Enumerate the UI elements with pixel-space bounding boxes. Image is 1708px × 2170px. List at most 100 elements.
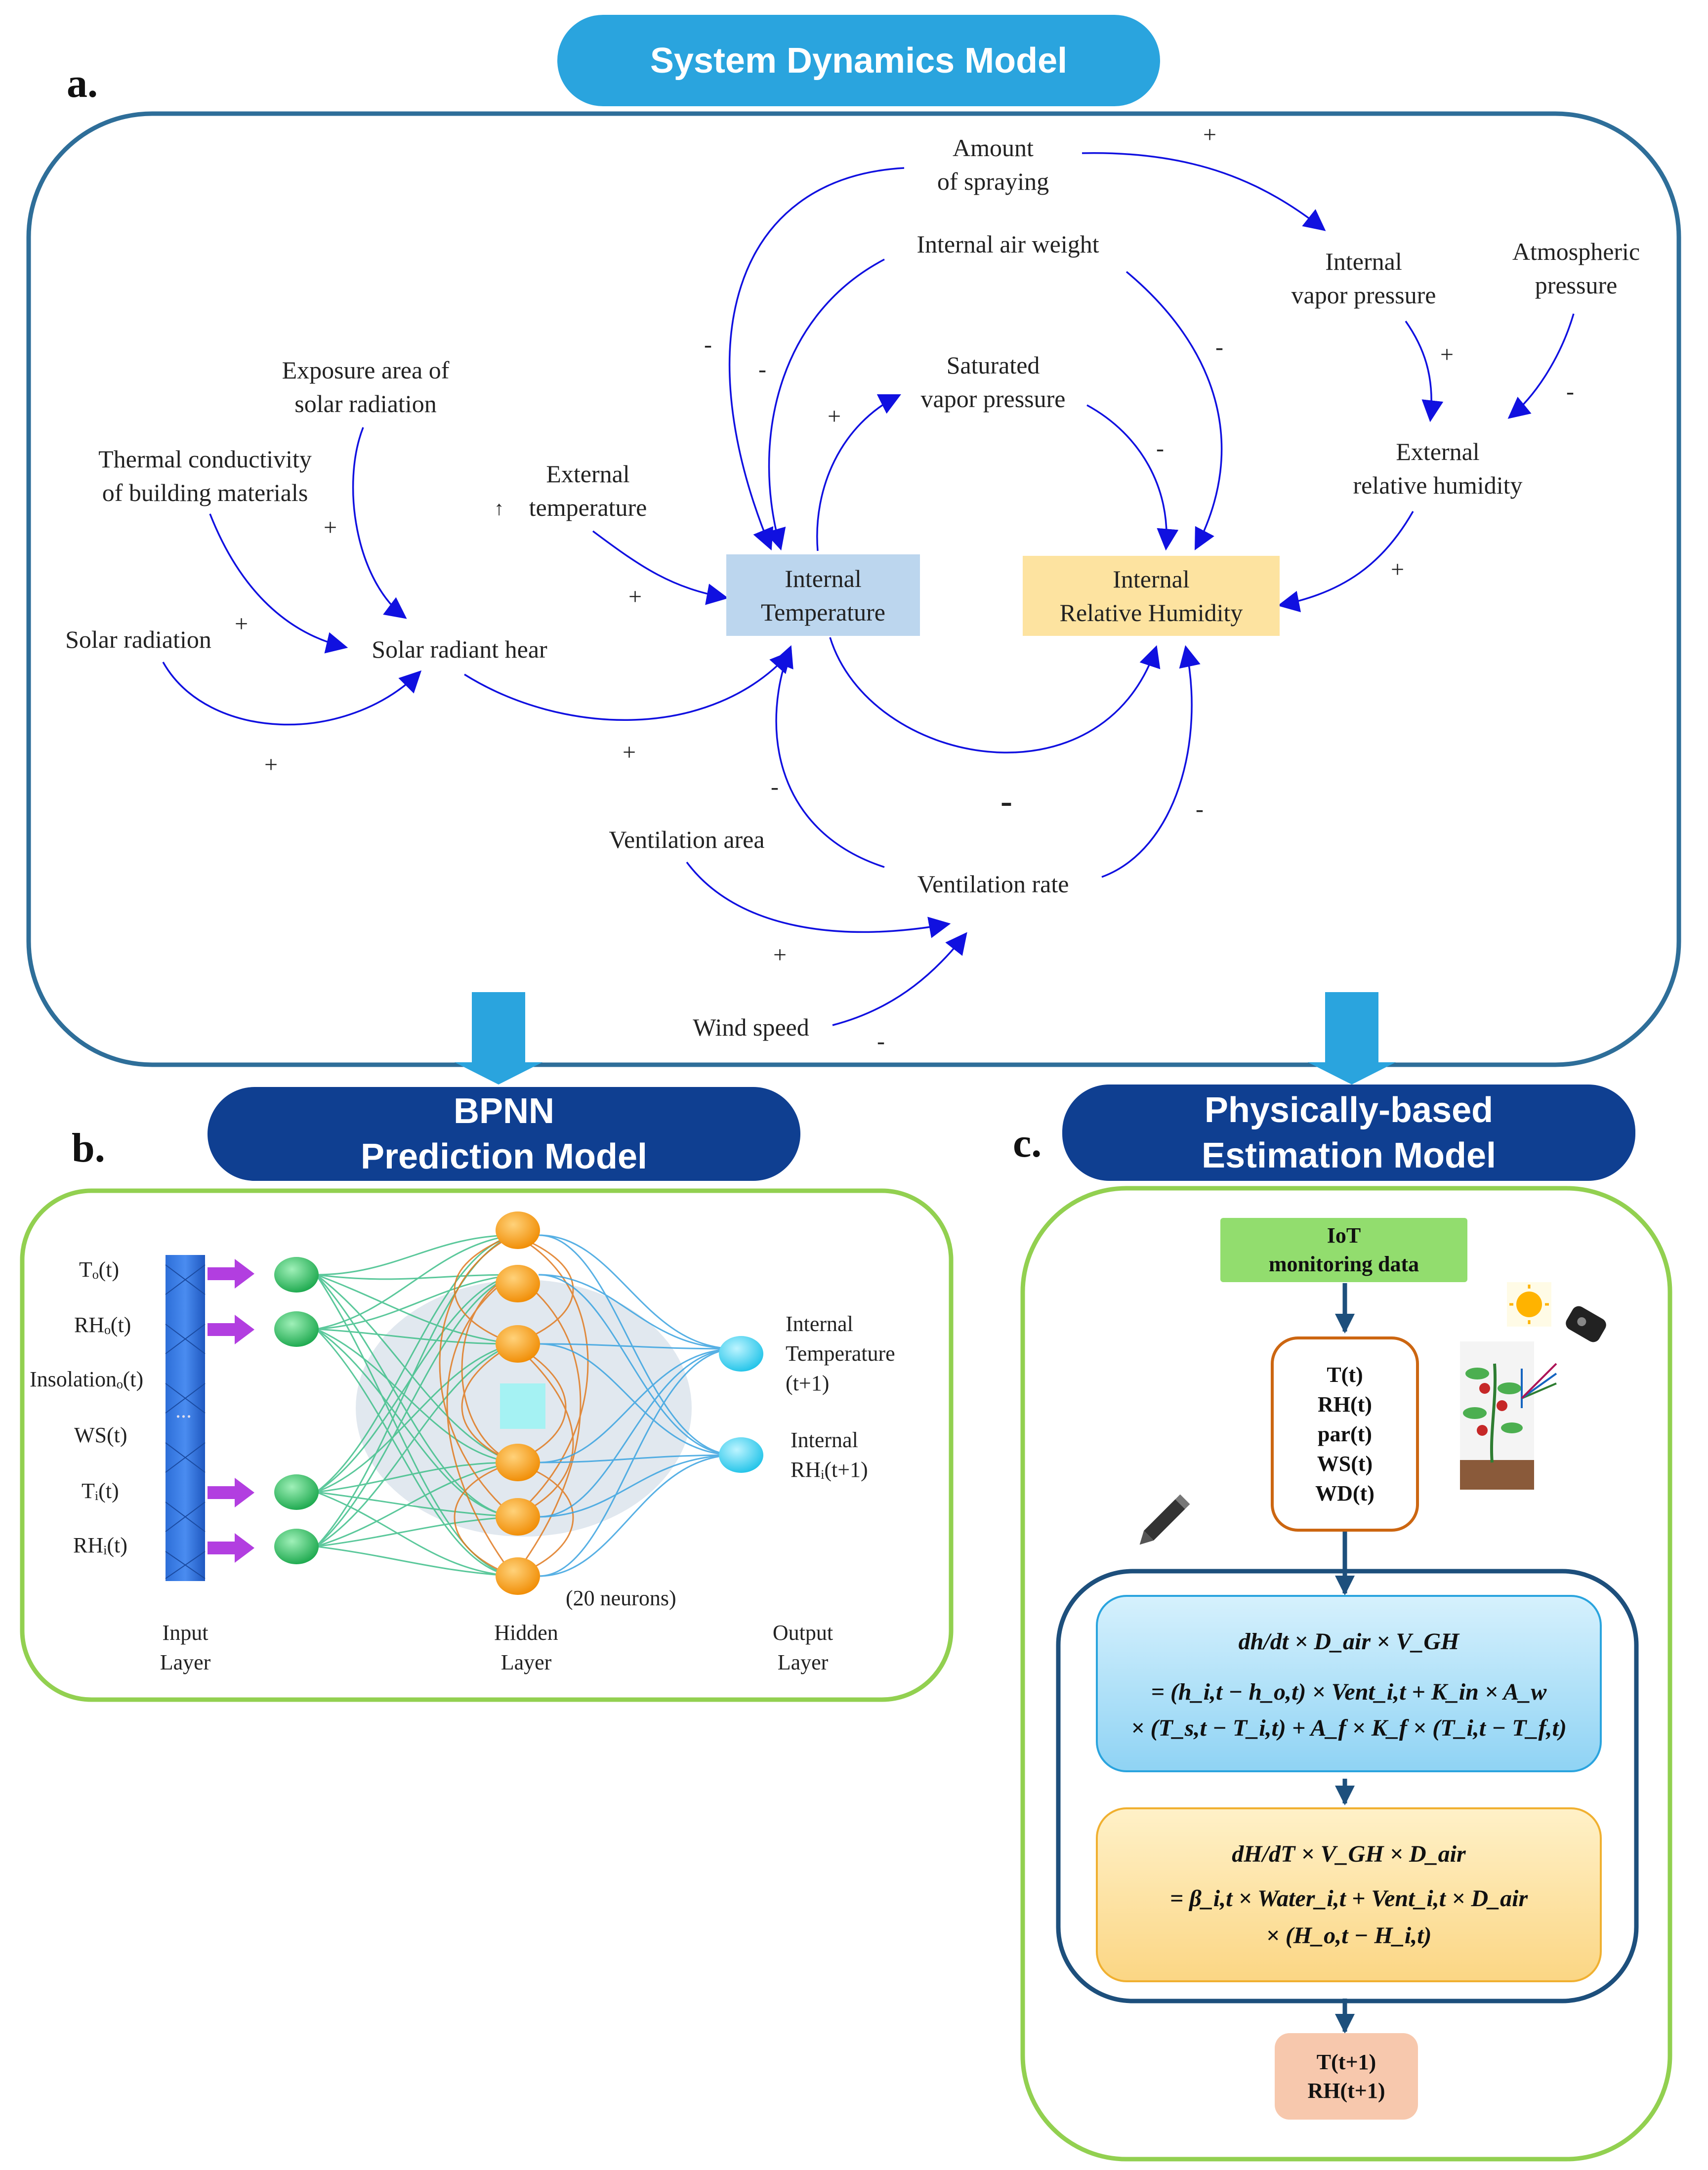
equation-1-box <box>1096 1595 1602 1772</box>
link-wind-to-ventrate <box>832 932 967 1026</box>
hidden-neurons-note: (20 neurons) <box>566 1586 676 1610</box>
panel-a-letter: a. <box>67 60 98 106</box>
link-thermal-to-radiant <box>209 513 348 654</box>
polarity-sign: + <box>1440 341 1454 368</box>
link-atm-to-extrh <box>1507 313 1575 419</box>
input-arrow <box>208 1315 254 1344</box>
node-ventilation-area: Ventilation area <box>609 826 765 853</box>
hidden-neuron <box>496 1498 540 1536</box>
polarity-sign: - <box>1000 781 1012 821</box>
node-saturated-vapor-pressure: Saturated vapor pressure <box>920 351 1066 413</box>
iot-monitoring-box: IoT monitoring data <box>1220 1218 1467 1282</box>
stray-arrow-mark: ↑ <box>494 497 504 519</box>
hidden-neuron <box>496 1557 540 1595</box>
output-neuron <box>719 1336 763 1372</box>
physically-based-title: Physically-based Estimation Model <box>1062 1085 1635 1181</box>
system-dynamics-title: System Dynamics Model <box>557 15 1160 106</box>
equations-container <box>1056 1569 1639 2003</box>
link-airweight-to-temp <box>764 258 885 551</box>
input-label-rhi: RHᵢ(t) <box>73 1533 127 1557</box>
equation-1-line-2: = (h_i,t − h_o,t) × Vent_i,t + K_in × A_… <box>1151 1679 1547 1705</box>
equation-2-box <box>1096 1807 1602 1982</box>
hidden-neuron <box>496 1444 540 1481</box>
output-layer-label: Output Layer <box>772 1621 833 1674</box>
node-atmospheric-pressure: Atmospheric pressure <box>1512 238 1640 299</box>
node-internal-vapor-pressure: Internal vapor pressure <box>1291 248 1436 309</box>
equation-2-line-1: dH/dT × V_GH × D_air <box>1232 1841 1466 1867</box>
sensor-device-icon <box>1566 1306 1606 1342</box>
polarity-sign: - <box>1566 378 1574 405</box>
node-external-relative-humidity: External relative humidity <box>1353 438 1523 499</box>
polarity-sign: - <box>704 332 712 358</box>
polarity-sign: + <box>828 403 841 429</box>
link-airweight-to-rh <box>1125 271 1223 550</box>
input-label-to: Tₒ(t) <box>79 1257 120 1282</box>
output-label-temperature: Internal Temperature (t+1) <box>786 1312 895 1395</box>
polarity-sign: + <box>235 611 249 637</box>
link-ventrate-to-rh <box>1101 645 1201 878</box>
polarity-sign: + <box>1391 556 1405 583</box>
bpnn-title: BPNN Prediction Model <box>208 1087 800 1181</box>
node-thermal-conductivity: Thermal conductivity of building materia… <box>98 445 312 506</box>
input-arrow <box>208 1259 254 1289</box>
hidden-neuron <box>496 1265 540 1302</box>
equation-2-line-3: × (H_o,t − H_i,t) <box>1266 1922 1432 1949</box>
input-neuron <box>274 1257 319 1293</box>
equation-1-line-1: dh/dt × D_air × V_GH <box>1238 1628 1459 1655</box>
plant-sensor-icon <box>1460 1341 1557 1490</box>
polarity-sign: + <box>623 739 636 765</box>
sun-icon <box>1507 1282 1551 1327</box>
node-solar-radiation: Solar radiation <box>65 626 211 653</box>
input-label-rho: RHₒ(t) <box>74 1313 131 1337</box>
input-neuron <box>274 1474 319 1510</box>
panel-c-letter: c. <box>1013 1120 1042 1166</box>
link-saturated-to-rh <box>1086 404 1179 551</box>
polarity-sign: - <box>1156 435 1164 461</box>
link-ventarea-to-ventrate <box>686 861 951 938</box>
hidden-layer-label: Hidden Layer <box>494 1621 558 1674</box>
node-internal-relative-humidity: Internal Relative Humidity <box>1023 556 1280 636</box>
polarity-sign: - <box>758 356 766 382</box>
polarity-sign: - <box>1215 334 1223 360</box>
input-variables-box: T(t) RH(t) par(t) WS(t) WD(t) <box>1271 1336 1419 1532</box>
link-temp-to-rh <box>829 637 1161 753</box>
output-box: T(t+1) RH(t+1) <box>1275 2033 1418 2120</box>
node-solar-radiant-hear: Solar radiant hear <box>372 635 547 663</box>
link-spraying-to-temp <box>728 167 905 551</box>
polarity-sign: + <box>1203 122 1217 148</box>
polarity-sign: - <box>877 1028 885 1054</box>
link-solar-to-radiant <box>162 662 422 726</box>
input-neuron <box>274 1311 319 1347</box>
down-arrow-to-bpnn <box>455 992 542 1085</box>
input-arrow <box>208 1478 254 1507</box>
node-external-temperature: External temperature <box>529 460 647 521</box>
link-extrh-to-rh <box>1277 511 1414 613</box>
node-exposure-area: Exposure area of solar radiation <box>282 356 450 417</box>
polarity-sign: - <box>771 774 779 800</box>
input-neuron <box>274 1529 319 1564</box>
link-temp-to-saturated <box>816 394 901 551</box>
link-ventrate-to-temp <box>773 645 885 868</box>
hidden-neuron <box>496 1325 540 1363</box>
node-internal-temperature: Internal Temperature <box>726 554 920 636</box>
input-ellipsis: ... <box>175 1398 192 1422</box>
link-vapor-to-extrh <box>1405 320 1444 422</box>
node-internal-air-weight: Internal air weight <box>916 230 1099 258</box>
equation-1-line-3: × (T_s,t − T_i,t) + A_f × K_f × (T_i,t −… <box>1131 1715 1567 1741</box>
link-radiant-to-temp <box>464 650 792 721</box>
output-label-rh: Internal RHᵢ(t+1) <box>791 1428 868 1482</box>
hidden-neuron <box>496 1211 540 1249</box>
output-neuron <box>719 1437 763 1473</box>
input-label-ti: Tᵢ(t) <box>82 1479 119 1503</box>
input-label-ws: WS(t) <box>74 1423 127 1447</box>
panel-a-frame <box>26 111 1681 1067</box>
polarity-sign: + <box>773 942 787 968</box>
polarity-sign: + <box>264 751 278 778</box>
node-wind-speed: Wind speed <box>693 1013 809 1041</box>
input-arrow <box>208 1533 254 1563</box>
node-amount-of-spraying: Amount of spraying <box>937 134 1049 195</box>
link-spraying-to-vapor <box>1082 152 1326 231</box>
